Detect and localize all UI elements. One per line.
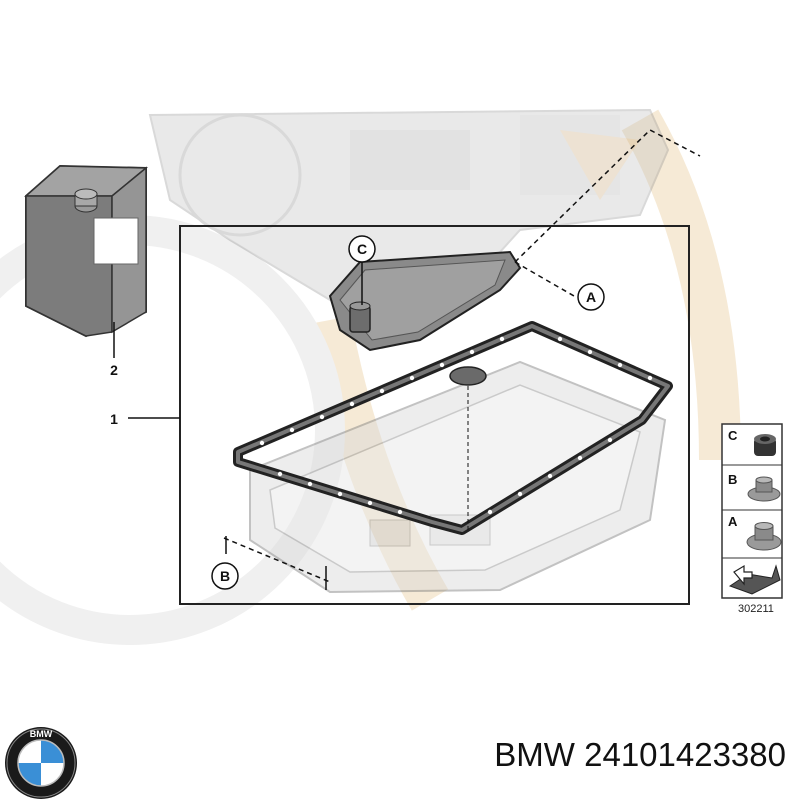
part-1-number: 1 (110, 411, 118, 427)
transmission-filter (328, 250, 522, 352)
callout-b: B (211, 562, 239, 590)
callout-b-label: B (220, 568, 230, 584)
watermark-arcs (309, 109, 741, 611)
part-2-number: 2 (110, 362, 118, 378)
pan-gasket (233, 321, 673, 535)
caption-part-number: 24101423380 (584, 736, 786, 773)
callout-c: C (348, 235, 376, 263)
legend-arrow-icon (728, 564, 781, 595)
drain-plug (449, 366, 487, 530)
transmission-ghost (148, 108, 670, 302)
legend-a-label: A (728, 514, 738, 529)
bmw-logo-text: BMW (30, 729, 53, 739)
part-caption: BMW 24101423380 (494, 736, 786, 774)
symbol-legend: C B A (721, 423, 783, 599)
callout-a-label: A (586, 289, 596, 305)
legend-a-plug-icon (746, 522, 782, 551)
oil-pan (249, 360, 667, 594)
legend-c-ring-icon (754, 434, 776, 456)
legend-b-label: B (728, 472, 737, 487)
detail-frame (179, 225, 690, 605)
callout-c-label: C (357, 241, 367, 257)
legend-c-label: C (728, 428, 738, 443)
callout-a: A (577, 283, 605, 311)
fluid-can (24, 164, 149, 338)
legend-b-plug-icon (747, 476, 781, 502)
bmw-logo-icon: BMW (5, 727, 77, 799)
diagram-reference-number: 302211 (738, 603, 774, 615)
caption-brand: BMW (494, 736, 575, 773)
callout-lines (113, 129, 701, 590)
